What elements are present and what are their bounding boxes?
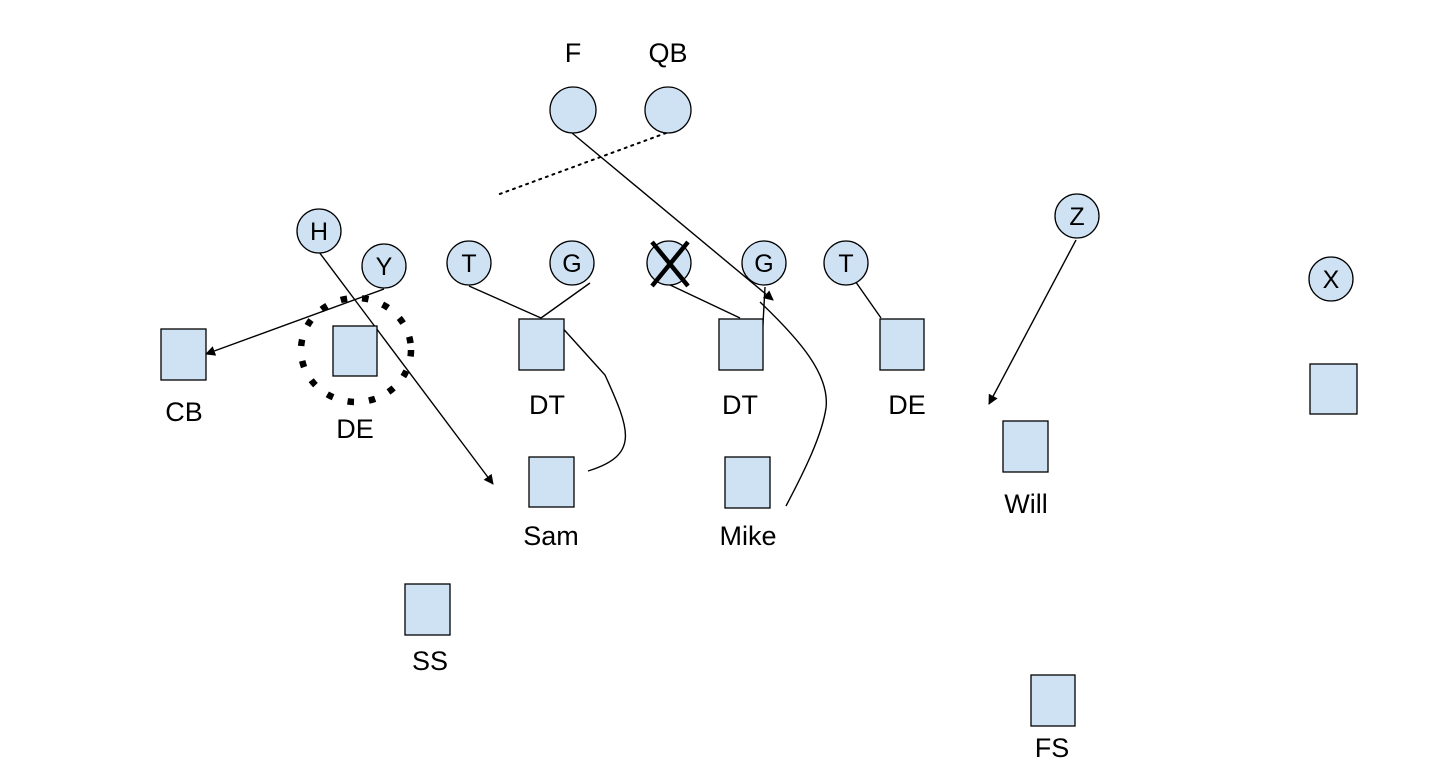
offense-marker-rt: [823, 240, 869, 286]
offense-label-lg: G: [562, 250, 581, 278]
offense-label-rt: T: [838, 250, 853, 278]
defense-player-ss: SS: [404, 583, 451, 676]
defense-label-fs: FS: [1035, 733, 1070, 763]
offense-label-f: F: [565, 38, 582, 68]
defense-player-fs: FS: [1030, 674, 1076, 763]
defense-player-will: Will: [1002, 420, 1049, 519]
offense-label-z: Z: [1069, 203, 1084, 231]
defense-marker-de_r: [879, 318, 925, 371]
defense-marker-fs: [1030, 674, 1076, 727]
de-pressure-ring: [297, 294, 415, 406]
defense-label-dt_l: DT: [529, 390, 565, 420]
offense-player-rt: T: [823, 240, 869, 286]
defense-player-dt_r: DT: [718, 318, 764, 420]
defense-marker-will: [1002, 420, 1049, 473]
left-tackle-block: [468, 285, 542, 319]
center-block: [667, 283, 741, 319]
offense-marker-lt: [446, 240, 492, 286]
offense-player-qb: QB: [644, 38, 692, 134]
offense-marker-y: [361, 243, 407, 289]
defense-label-de_r: DE: [888, 390, 926, 420]
offense-marker-rg: [741, 240, 787, 286]
defense-label-sam: Sam: [523, 521, 579, 551]
defense-marker-ss: [404, 583, 451, 636]
defense-marker-cb: [160, 328, 207, 381]
offense-player-lg: G: [549, 240, 595, 286]
offense-player-lt: T: [446, 240, 492, 286]
offense-marker-h: [296, 208, 342, 254]
mike-pursuit: [759, 301, 828, 507]
defense-marker-sam: [528, 456, 575, 508]
defense-player-mike: Mike: [719, 456, 777, 551]
h-route: [318, 251, 494, 485]
offense-label-h: H: [310, 218, 328, 246]
offense-player-h: H: [296, 208, 342, 254]
left-guard-block: [540, 282, 591, 319]
defense-marker-dt_r: [718, 318, 764, 371]
defense-label-de_l: DE: [336, 414, 374, 444]
defense-marker-dt_l: [518, 318, 565, 371]
offense-marker-x: [1308, 256, 1354, 302]
offense-label-y: Y: [376, 253, 393, 281]
y-block-cb: [205, 288, 385, 356]
offense-label-x: X: [1323, 266, 1340, 294]
fullback-route: [571, 132, 774, 301]
defense-label-will: Will: [1004, 489, 1047, 519]
z-route: [988, 239, 1077, 405]
defense-label-ss: SS: [412, 646, 448, 676]
offense-player-x: X: [1308, 256, 1354, 302]
defense-label-cb: CB: [165, 397, 203, 427]
defense-player-de_l: DE: [332, 325, 378, 444]
offense-player-f: F: [549, 38, 597, 134]
offense-marker-z: [1054, 193, 1100, 239]
offense-label-rg: G: [754, 250, 773, 278]
offense: F QB H Y T G G T Z X: [296, 38, 1354, 302]
defense-player-de_r: DE: [879, 318, 926, 420]
defense-player-cb_r: [1309, 363, 1358, 415]
center-x-mark: [650, 240, 690, 288]
offense-marker-qb: [644, 86, 692, 134]
offense-label-lt: T: [461, 250, 476, 278]
defense-marker-cb_r: [1309, 363, 1358, 415]
defense-marker-mike: [724, 456, 771, 509]
offense-player-z: Z: [1054, 193, 1100, 239]
defense-label-dt_r: DT: [722, 390, 758, 420]
defense-marker-de_l: [332, 325, 378, 377]
defense-label-mike: Mike: [719, 521, 776, 551]
defense-player-sam: Sam: [523, 456, 579, 551]
offense-label-qb: QB: [648, 38, 687, 68]
sam-pursuit: [557, 322, 627, 472]
assignments: [205, 132, 1077, 507]
offense-marker-lg: [549, 240, 595, 286]
defense-player-dt_l: DT: [518, 318, 565, 420]
offense-player-rg: G: [741, 240, 787, 286]
defense-player-cb: CB: [160, 328, 207, 427]
qb-pass-path: [496, 132, 667, 196]
offense-marker-f: [549, 86, 597, 134]
right-tackle-block: [852, 277, 882, 319]
offense-player-y: Y: [361, 243, 407, 289]
